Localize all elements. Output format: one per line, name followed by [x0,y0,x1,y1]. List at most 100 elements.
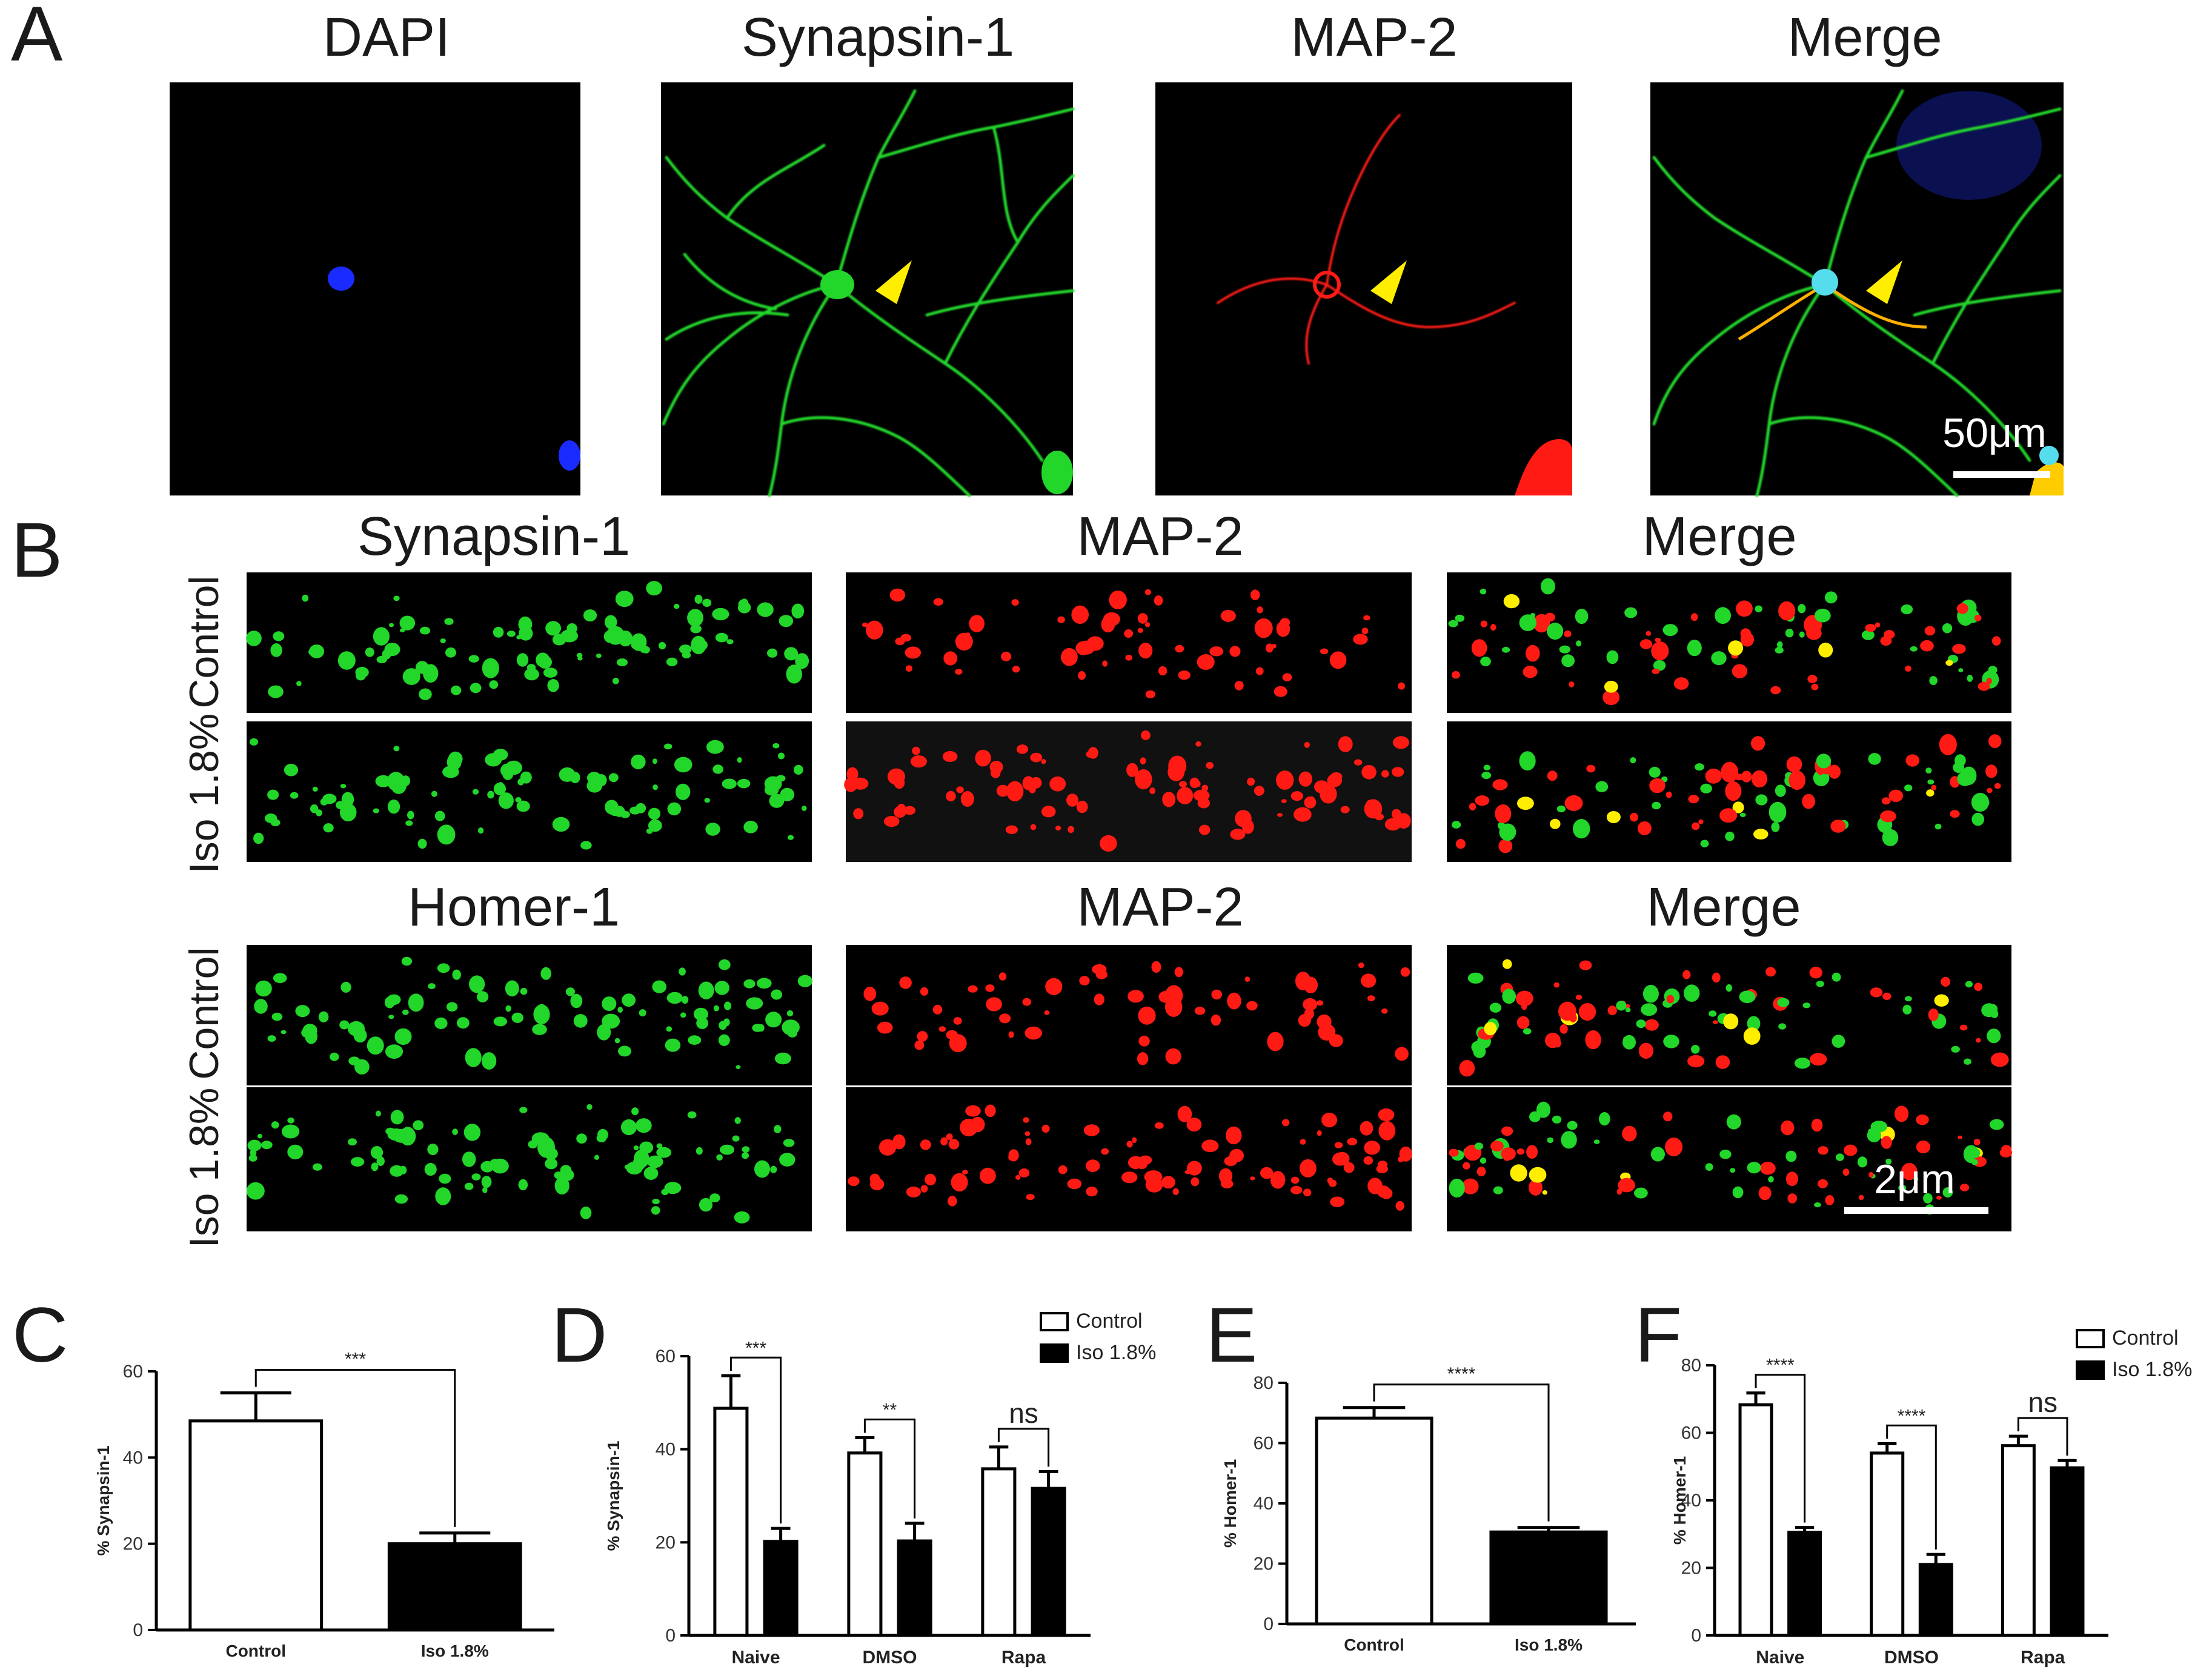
scale-bar-b-label: 2μm [1874,1156,1955,1202]
puncta [1858,1194,1864,1201]
puncta [920,1185,928,1193]
puncta [1573,819,1590,839]
legend-label: Control [1076,1310,1143,1333]
puncta [424,1162,437,1176]
puncta [769,793,785,808]
puncta [605,800,619,815]
puncta [1480,1158,1487,1164]
puncta [1154,1122,1164,1129]
puncta [1161,1176,1175,1189]
puncta [1593,1139,1600,1144]
puncta [883,816,900,827]
puncta [339,803,357,822]
puncta [1294,807,1312,822]
puncta [547,679,559,692]
panel-a-title-map2: MAP-2 [1290,7,1457,68]
micrograph-tile [1447,572,2011,713]
category-label: DMSO [1884,1648,1939,1668]
puncta [519,1107,528,1113]
row-label-iso-1: Iso 1.8% [181,714,227,874]
puncta [1197,798,1211,809]
puncta [1177,1105,1192,1122]
puncta [1785,629,1794,638]
y-tick-label: 40 [1681,1491,1701,1511]
puncta [1227,992,1241,1010]
puncta [1665,1138,1683,1157]
puncta [463,1124,481,1141]
puncta [1625,1007,1631,1013]
puncta [955,669,963,675]
puncta [1523,666,1538,678]
significance-label: ns [1009,1397,1038,1429]
puncta [1905,754,1919,767]
puncta [1041,1124,1050,1133]
puncta [1642,984,1659,1003]
puncta [586,1104,593,1110]
puncta [1276,621,1290,637]
puncta [693,1007,708,1021]
puncta [1381,1008,1388,1014]
puncta [545,1158,558,1170]
puncta [602,996,617,1012]
puncta [1575,995,1583,1000]
scale-bar-b: 2μm [1844,1156,1988,1214]
puncta [1956,603,1968,614]
puncta [302,594,309,602]
puncta [394,1194,408,1204]
puncta [666,1044,671,1048]
puncta [968,985,978,993]
puncta [743,821,758,833]
puncta [1086,750,1096,758]
puncta [1321,1113,1338,1128]
puncta [1663,1035,1679,1048]
puncta [1868,753,1881,765]
puncta [1787,1193,1797,1204]
puncta [1978,681,1990,691]
puncta [524,668,539,681]
puncta [516,800,530,812]
puncta [1739,812,1746,817]
puncta [435,1187,451,1205]
puncta [1928,1009,1939,1021]
y-axis-label: % Synapsin-1 [604,1440,623,1551]
puncta [1547,1137,1554,1144]
puncta [795,653,809,669]
puncta [1179,781,1187,787]
puncta [1484,1022,1497,1036]
puncta [1971,1159,1978,1165]
puncta [1556,805,1566,813]
y-axis-label: % Homer-1 [1221,1459,1240,1548]
puncta [664,1182,682,1194]
puncta [1547,622,1564,640]
puncta [1986,678,1992,684]
puncta [1377,1161,1388,1169]
puncta [1529,1179,1543,1196]
puncta [694,594,703,604]
puncta [1936,1196,1942,1200]
puncta [1990,1052,2009,1067]
puncta [1904,784,1913,792]
puncta [1016,744,1029,754]
puncta [736,1065,741,1069]
puncta [779,615,794,628]
puncta [1728,640,1744,656]
puncta [1270,1171,1286,1189]
puncta [1126,1141,1133,1148]
puncta [897,803,906,815]
puncta [413,1120,424,1130]
puncta [1987,787,1993,793]
category-label: Iso 1.8% [1515,1635,1583,1654]
puncta [1142,781,1149,786]
panel-a-title-merge: Merge [1787,7,1942,68]
puncta [1455,614,1465,622]
puncta [1870,987,1883,998]
puncta [1529,1111,1541,1122]
puncta [1955,754,1966,767]
puncta [1794,1058,1811,1069]
puncta [892,1134,906,1150]
puncta [664,743,673,750]
puncta [1723,1013,1739,1030]
panel-b-title-merge-bottom: Merge [1646,877,1801,938]
puncta [472,789,479,795]
